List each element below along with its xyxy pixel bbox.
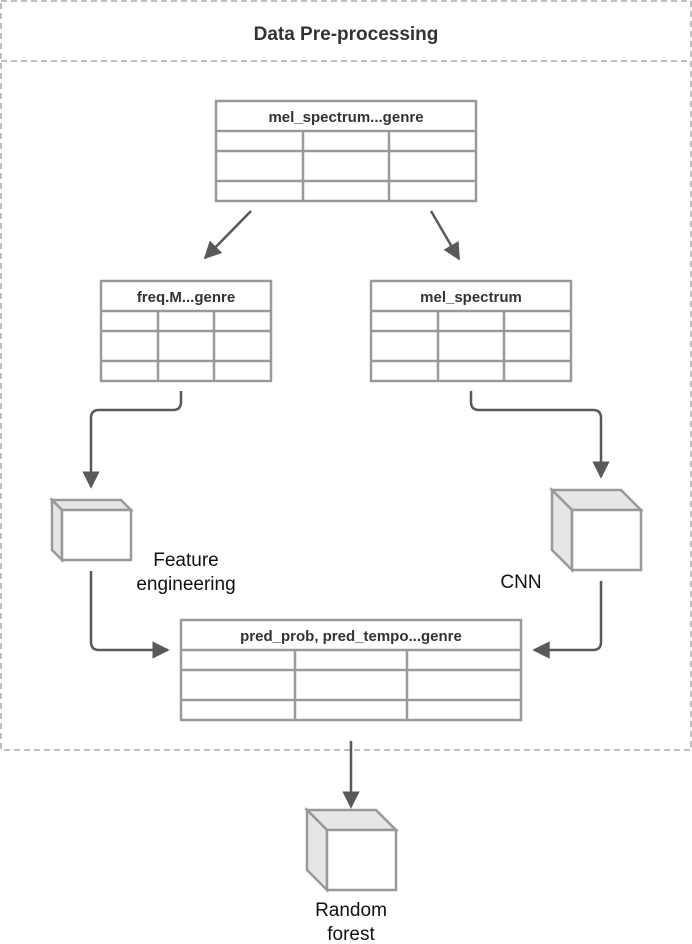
table-left: freq.M...genre xyxy=(99,279,273,383)
table-bottom-title: pred_prob, pred_tempo...genre xyxy=(240,628,462,645)
cube-front-face xyxy=(325,828,398,892)
random-forest-cube-icon xyxy=(303,806,400,894)
connectors xyxy=(82,210,610,809)
table-left-title: freq.M...genre xyxy=(137,289,235,306)
cnn-cube-icon xyxy=(548,486,645,574)
random-forest-label-line2: forest xyxy=(327,924,375,944)
feature-engineering-label-line1: Feature xyxy=(153,550,218,571)
cube-top-face xyxy=(48,498,135,512)
random-forest-label-line1: Random xyxy=(315,900,387,921)
cube-front-face xyxy=(60,508,133,562)
arrow-left-table-to-feature-engineering xyxy=(82,391,183,489)
feature-engineering-cube-icon xyxy=(48,496,135,564)
cube-side-face xyxy=(50,496,64,564)
container-border xyxy=(0,0,692,751)
preprocessing-container: Data Pre-processing xyxy=(0,0,692,751)
table-right: mel_spectrum xyxy=(369,279,573,383)
cnn-label: CNN xyxy=(500,572,541,593)
table-top: mel_spectrum...genre xyxy=(214,99,478,203)
container-title: Data Pre-processing xyxy=(254,24,439,45)
table-right-title: mel_spectrum xyxy=(420,289,522,306)
arrow-top-to-right xyxy=(429,210,461,261)
table-top-title: mel_spectrum...genre xyxy=(268,109,423,126)
table-bottom: pred_prob, pred_tempo...genre xyxy=(179,618,523,722)
arrow-right-table-to-cnn xyxy=(469,391,610,479)
feature-engineering-label-line2: engineering xyxy=(136,574,235,595)
arrow-cnn-to-bottom-table xyxy=(532,581,603,659)
arrow-top-to-left xyxy=(203,210,252,260)
arrow-feature-engineering-to-bottom-table xyxy=(89,571,170,659)
cube-front-face xyxy=(570,508,643,572)
